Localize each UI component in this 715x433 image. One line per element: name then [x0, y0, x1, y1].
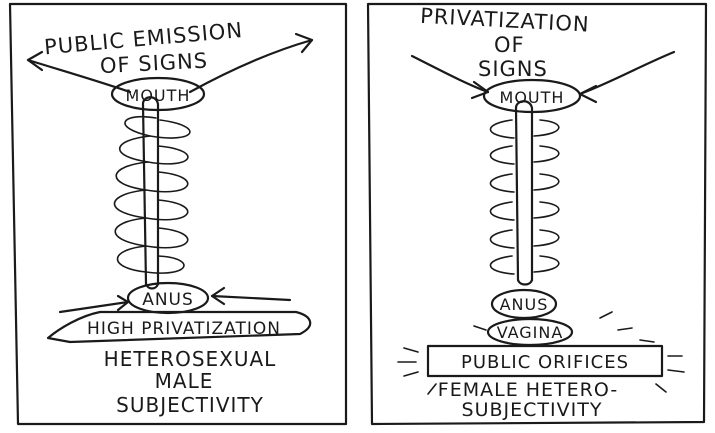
right-vagina-label: VAGINA — [497, 323, 564, 342]
left-panel: PUBLIC EMISSION OF SIGNS MOUTH ANUS — [8, 2, 348, 426]
right-title-line2: OF — [494, 33, 525, 57]
right-public-orifices-box — [426, 344, 664, 378]
left-banner-label: HIGH PRIVATIZATION — [87, 319, 281, 339]
right-anus-label: ANUS — [500, 295, 549, 314]
right-spiral — [489, 119, 560, 275]
right-arrowhead-inward-left — [470, 80, 490, 100]
left-title-line2: OF SIGNS — [99, 48, 208, 78]
right-arrow-inward-left — [410, 54, 490, 94]
left-banner-shape — [46, 310, 312, 344]
left-arrow-inward-left — [58, 300, 130, 314]
left-caption-line2: MALE — [155, 369, 214, 393]
left-arrowhead-inward-right — [210, 286, 226, 306]
left-panel-frame — [8, 2, 348, 426]
left-arrowhead-right — [294, 32, 314, 54]
left-arrowhead-inward-left — [116, 294, 130, 312]
right-arrowhead-inward-right — [578, 84, 598, 104]
left-caption-line3: SUBJECTIVITY — [116, 393, 264, 417]
left-tube — [141, 96, 160, 290]
right-caption-line1: FEMALE HETERO- — [438, 379, 618, 401]
left-arrow-outward-right — [188, 38, 314, 94]
right-panel: PRIVATIZATION OF SIGNS MOUTH ANUS VAGINA — [366, 2, 708, 426]
left-spiral — [113, 116, 191, 274]
right-title-line1: PRIVATIZATION — [420, 4, 591, 37]
left-anus-label: ANUS — [142, 290, 194, 310]
left-arrow-inward-right — [210, 294, 292, 302]
left-arrowhead-left — [26, 50, 44, 72]
right-anus-oval — [490, 288, 558, 320]
left-mouth-label: MOUTH — [126, 86, 191, 105]
right-caption-line2: SUBJECTIVITY — [462, 399, 603, 421]
right-public-orifices-label: PUBLIC ORIFICES — [461, 352, 629, 373]
right-vagina-ticks — [473, 311, 655, 343]
right-mouth-label: MOUTH — [500, 88, 565, 107]
right-title-line3: SIGNS — [478, 57, 548, 81]
right-tube — [514, 100, 534, 286]
left-arrow-outward-left — [26, 58, 132, 94]
right-panel-frame — [366, 2, 708, 426]
right-box-ticks — [397, 347, 685, 395]
left-caption-line1: HETEROSEXUAL — [104, 347, 277, 371]
